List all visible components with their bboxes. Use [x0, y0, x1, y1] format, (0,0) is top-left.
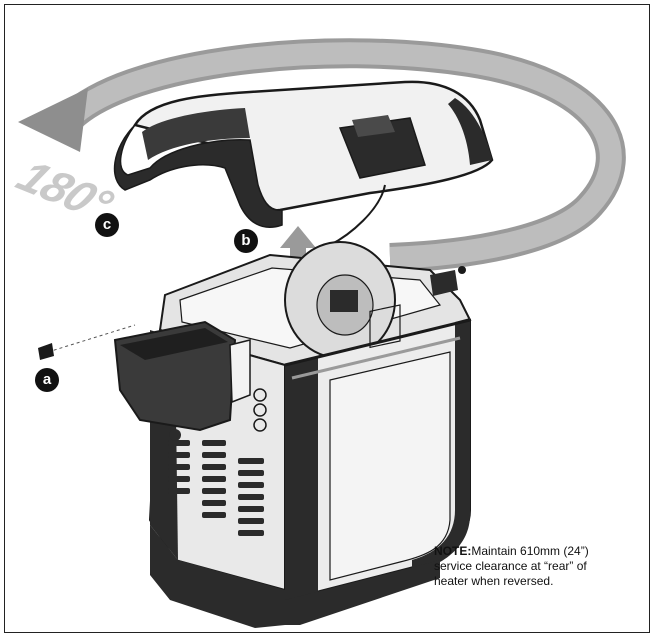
note-line-3: heater when reversed. — [434, 574, 554, 588]
note-prefix: NOTE: — [434, 544, 472, 558]
heater-lid — [113, 80, 494, 246]
rotation-arrow — [18, 38, 626, 273]
callout-b: b — [234, 229, 258, 253]
note-line-2: service clearance at “rear” of — [434, 559, 587, 573]
vent-grille — [168, 440, 264, 536]
note-line-1: Maintain 610mm (24”) — [471, 544, 589, 558]
heater-body — [148, 241, 472, 628]
control-bracket — [113, 320, 251, 432]
service-note: NOTE:Maintain 610mm (24”) service cleara… — [434, 544, 644, 589]
arrow-head — [18, 88, 88, 152]
callout-c: c — [95, 213, 119, 237]
screw-fastener — [38, 324, 181, 441]
callout-a: a — [35, 368, 59, 392]
